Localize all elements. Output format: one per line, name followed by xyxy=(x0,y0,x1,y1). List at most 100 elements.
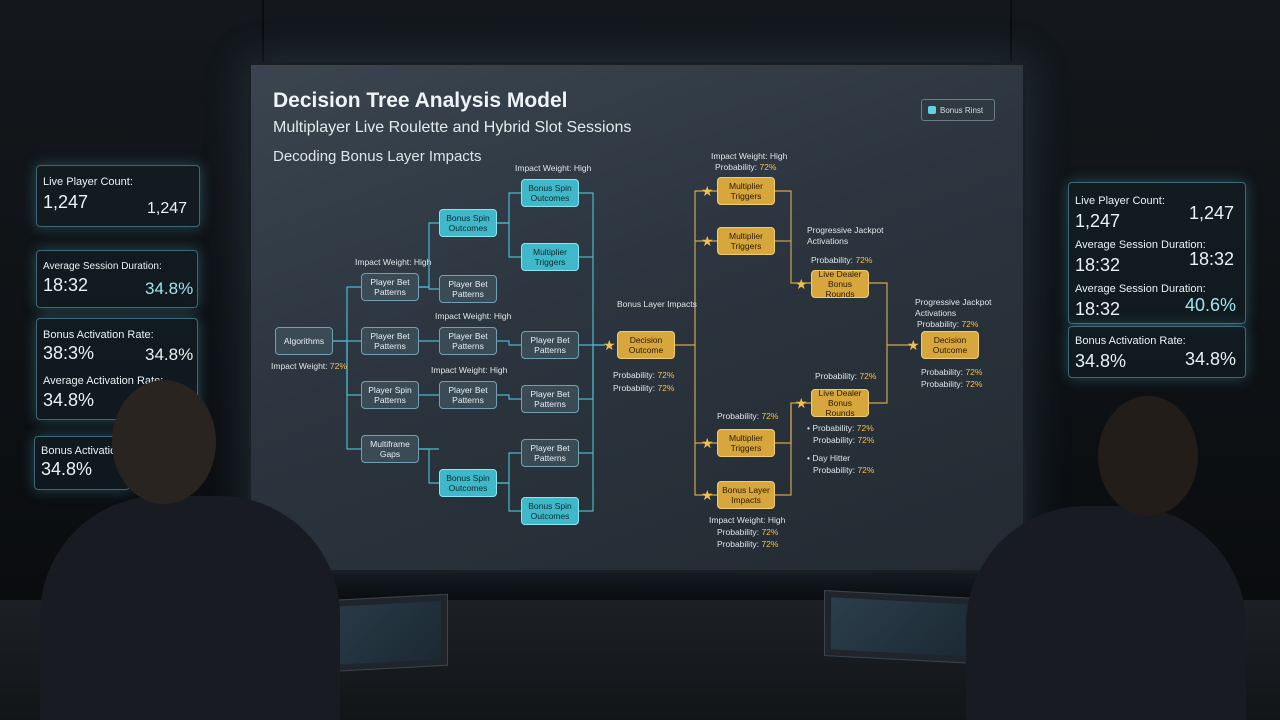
operator-left-head xyxy=(112,380,216,504)
annotation-probability: Probability: 72% xyxy=(921,379,983,389)
node-live-dealer-bonus-rounds[interactable]: Live Dealer Bonus Rounds xyxy=(811,389,869,417)
node-player-bet-patterns[interactable]: Player Bet Patterns xyxy=(439,381,497,409)
left-panel-bonus-activation: Bonus Activation 34.8% xyxy=(34,436,130,490)
right-panel-metrics: Live Player Count: 1,247 1,247 Average S… xyxy=(1068,182,1246,324)
panel-value: 34.8% xyxy=(145,345,194,364)
operator-left xyxy=(40,496,340,720)
panel-value: 34.8% xyxy=(1075,351,1127,371)
star-icon: ★ xyxy=(701,487,714,503)
node-decision-outcome[interactable]: Decision Outcome xyxy=(617,331,675,359)
panel-value: 18:32 xyxy=(1075,255,1121,275)
main-display: Decision Tree Analysis Model Multiplayer… xyxy=(248,62,1026,573)
panel-label: Live Player Count: xyxy=(43,176,133,188)
panel-label: Live Player Count: xyxy=(1075,195,1165,207)
star-icon: ★ xyxy=(603,337,616,353)
node-multiplier-triggers[interactable]: Multiplier Triggers xyxy=(717,227,775,255)
star-icon: ★ xyxy=(701,435,714,451)
annotation-probability: Probability: 72% xyxy=(917,319,979,329)
panel-value: 18:32 xyxy=(1189,249,1235,269)
panel-label: Average Session Duration: xyxy=(43,261,162,272)
node-player-bet-patterns[interactable]: Player Bet Patterns xyxy=(361,327,419,355)
annotation-impact-weight-high: Impact Weight: High xyxy=(515,163,592,173)
node-player-bet-patterns[interactable]: Player Bet Patterns xyxy=(521,385,579,413)
panel-value: 1,247 xyxy=(1075,211,1121,231)
node-player-spin-patterns[interactable]: Player Spin Patterns xyxy=(361,381,419,409)
annotation-probability: Probability: 72% xyxy=(815,371,877,381)
annotation-probability: Probability: 72% xyxy=(717,411,779,421)
annotation-probability: Probability: 72% xyxy=(921,367,983,377)
page-subtitle: Multiplayer Live Roulette and Hybrid Slo… xyxy=(273,119,632,136)
panel-value: 1,247 xyxy=(43,192,89,212)
node-multiframe-gaps[interactable]: Multiframe Gaps xyxy=(361,435,419,463)
annotation-day-hitter: • Day Hitter xyxy=(807,453,851,463)
node-bonus-spin-outcomes[interactable]: Bonus Spin Outcomes xyxy=(521,179,579,207)
panel-label: Average Activation Rate: xyxy=(43,375,164,387)
annotation-impact-weight-high: Impact Weight: High xyxy=(435,311,512,321)
panel-label: Bonus Activation xyxy=(41,445,123,457)
node-bonus-spin-outcomes[interactable]: Bonus Spin Outcomes xyxy=(439,209,497,237)
panel-value: 34.8% xyxy=(145,279,194,298)
annotation-probability: Probability: 72% xyxy=(613,383,675,393)
page-title: Decision Tree Analysis Model xyxy=(273,89,568,112)
annotation-probability: Probability: 72% xyxy=(811,255,873,265)
star-icon: ★ xyxy=(701,183,714,199)
panel-value: 40.6% xyxy=(1185,295,1237,315)
node-live-dealer-bonus-rounds[interactable]: Live Dealer Bonus Rounds xyxy=(811,270,869,298)
panel-label: Bonus Activation Rate: xyxy=(43,329,154,341)
right-panel-bonus-activation: Bonus Activation Rate: 34.8% 34.8% xyxy=(1068,326,1246,378)
annotation-impact-weight: Impact Weight: 72% xyxy=(271,361,347,371)
star-icon: ★ xyxy=(701,233,714,249)
annotation-probability: Probability: 72% xyxy=(613,370,675,380)
panel-value: 18:32 xyxy=(1075,299,1121,319)
node-bonus-layer-impacts[interactable]: Bonus Layer Impacts xyxy=(717,481,775,509)
left-panel-session-duration: Average Session Duration: 18:32 34.8% xyxy=(36,250,198,308)
section-heading: Decoding Bonus Layer Impacts xyxy=(273,148,482,165)
annotation-progressive-jackpot: Progressive Jackpot Activations xyxy=(915,297,992,318)
operator-right-head xyxy=(1098,396,1198,516)
annotation-impact-weight-high: Impact Weight: High xyxy=(431,365,508,375)
tree-connectors xyxy=(333,190,911,512)
laptop-right xyxy=(824,590,976,664)
annotation-progressive-jackpot: Progressive Jackpot Activations xyxy=(807,225,884,246)
node-player-bet-patterns[interactable]: Player Bet Patterns xyxy=(439,327,497,355)
node-bonus-spin-outcomes[interactable]: Bonus Spin Outcomes xyxy=(521,497,579,525)
node-bonus-spin-outcomes[interactable]: Bonus Spin Outcomes xyxy=(439,469,497,497)
panel-value: 1,247 xyxy=(147,200,188,217)
legend-chip[interactable]: Bonus Rinst xyxy=(921,99,995,121)
annotation-impact-weight-high: Impact Weight: High xyxy=(711,151,788,161)
node-player-bet-patterns[interactable]: Player Bet Patterns xyxy=(521,439,579,467)
annotation-probability: Probability: 72% xyxy=(717,539,779,549)
node-player-bet-patterns[interactable]: Player Bet Patterns xyxy=(361,273,419,301)
node-player-bet-patterns[interactable]: Player Bet Patterns xyxy=(439,275,497,303)
node-player-bet-patterns[interactable]: Player Bet Patterns xyxy=(521,331,579,359)
annotation-probability: Probability: 72% xyxy=(715,162,777,172)
panel-label: Average Session Duration: xyxy=(1075,239,1206,251)
annotation-bonus-layer-impacts: Bonus Layer Impacts xyxy=(617,299,697,309)
annotation-impact-weight-high: Impact Weight: High xyxy=(355,257,432,267)
node-multiplier-triggers[interactable]: Multiplier Triggers xyxy=(717,429,775,457)
annotation-probability: Probability: 72% xyxy=(813,465,875,475)
legend-label: Bonus Rinst xyxy=(940,105,984,115)
panel-value: 34.8% xyxy=(43,390,95,410)
panel-value: 38:3% xyxy=(43,343,95,363)
star-icon: ★ xyxy=(795,395,808,411)
legend-swatch-icon xyxy=(928,106,936,114)
node-decision-outcome[interactable]: Decision Outcome xyxy=(921,331,979,359)
panel-value: 34.8% xyxy=(41,459,93,479)
left-panel-bonus-activation-rate: Bonus Activation Rate: 38:3% 34.8% Avera… xyxy=(36,318,198,420)
star-icon: ★ xyxy=(795,276,808,292)
node-multiplier-triggers[interactable]: Multiplier Triggers xyxy=(521,243,579,271)
left-panel-live-player-count: Live Player Count: 1,247 1,247 xyxy=(36,165,200,227)
node-multiplier-triggers[interactable]: Multiplier Triggers xyxy=(717,177,775,205)
panel-label: Average Session Duration: xyxy=(1075,283,1206,295)
operator-right xyxy=(966,506,1246,720)
annotation-probability: • Probability: 72% xyxy=(807,423,874,433)
panel-value: 18:32 xyxy=(43,275,89,295)
panel-value: 34.8% xyxy=(1185,349,1237,369)
annotation-probability: Probability: 72% xyxy=(813,435,875,445)
node-algorithms[interactable]: Algorithms xyxy=(275,327,333,355)
annotation-impact-weight-high: Impact Weight: High xyxy=(709,515,786,525)
star-icon: ★ xyxy=(907,337,920,353)
panel-label: Bonus Activation Rate: xyxy=(1075,335,1186,347)
panel-value: 1,247 xyxy=(1189,203,1235,223)
